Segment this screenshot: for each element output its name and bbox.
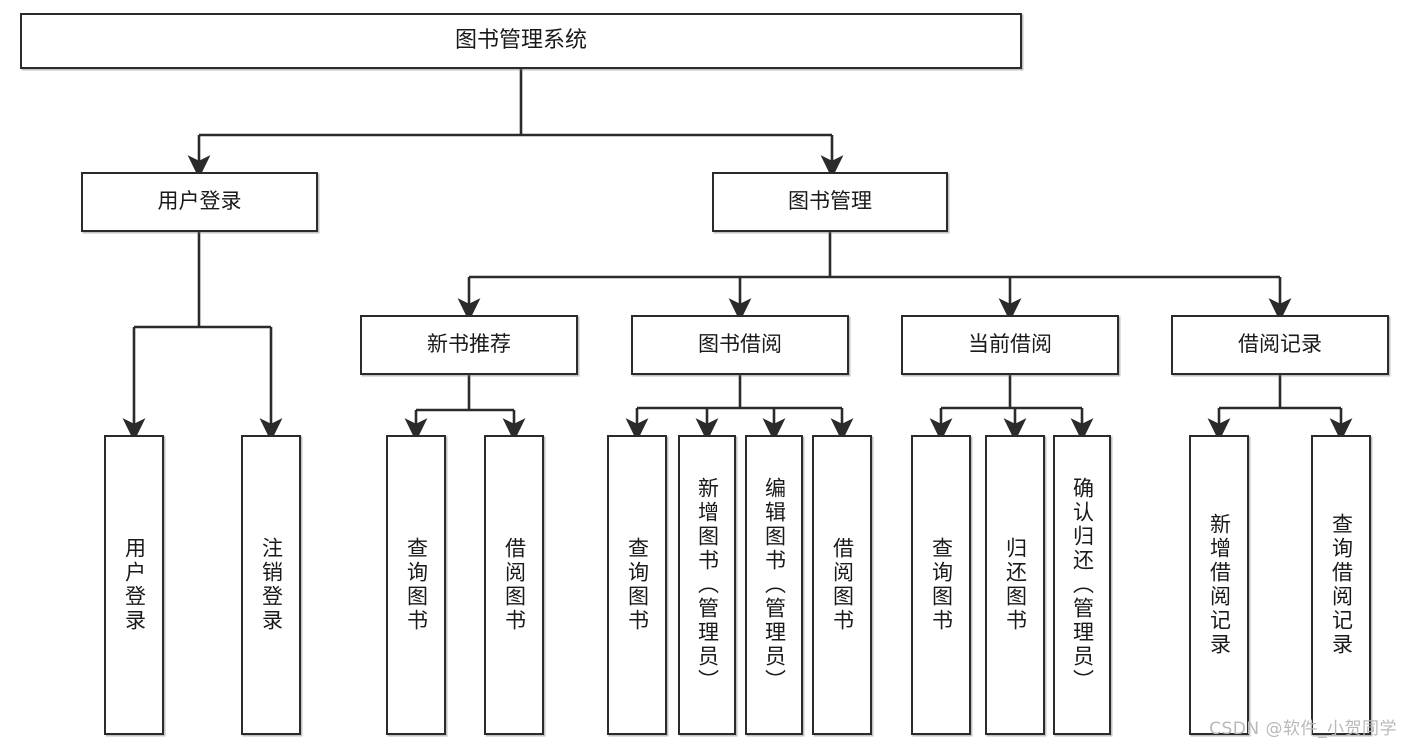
- node-borrow-record[interactable]: 借阅记录: [1171, 315, 1389, 375]
- node-leaf-query-book-3[interactable]: 查询图书: [911, 435, 971, 735]
- node-current-borrow-label: 当前借阅: [968, 332, 1052, 357]
- node-book-manage[interactable]: 图书管理: [712, 172, 948, 232]
- watermark: CSDN @软件_小贺同学: [1209, 719, 1397, 739]
- node-leaf-user-login[interactable]: 用户登录: [104, 435, 164, 735]
- node-leaf-add-record-label: 新增借阅记录: [1207, 513, 1232, 657]
- node-book-borrow[interactable]: 图书借阅: [631, 315, 849, 375]
- node-leaf-add-book[interactable]: 新增图书（管理员）: [678, 435, 736, 735]
- node-leaf-query-book-1-label: 查询图书: [404, 537, 429, 633]
- node-leaf-borrow-book-2[interactable]: 借阅图书: [812, 435, 872, 735]
- node-leaf-add-record[interactable]: 新增借阅记录: [1189, 435, 1249, 735]
- node-leaf-logout[interactable]: 注销登录: [241, 435, 301, 735]
- node-root[interactable]: 图书管理系统: [20, 13, 1022, 69]
- node-leaf-query-record[interactable]: 查询借阅记录: [1311, 435, 1371, 735]
- node-leaf-query-record-label: 查询借阅记录: [1329, 513, 1354, 657]
- node-leaf-query-book-3-label: 查询图书: [929, 537, 954, 633]
- node-leaf-logout-label: 注销登录: [259, 537, 284, 633]
- node-leaf-borrow-book-1[interactable]: 借阅图书: [484, 435, 544, 735]
- node-leaf-add-book-label: 新增图书（管理员）: [695, 477, 720, 693]
- node-new-book-recommend-label: 新书推荐: [427, 332, 511, 357]
- node-new-book-recommend[interactable]: 新书推荐: [360, 315, 578, 375]
- node-leaf-user-login-label: 用户登录: [122, 537, 147, 633]
- node-user-login-label: 用户登录: [157, 189, 242, 214]
- node-leaf-confirm-return-label: 确认归还（管理员）: [1070, 477, 1095, 693]
- node-leaf-edit-book-label: 编辑图书（管理员）: [762, 477, 787, 693]
- node-leaf-borrow-book-2-label: 借阅图书: [830, 537, 855, 633]
- node-leaf-query-book-2-label: 查询图书: [625, 537, 650, 633]
- node-current-borrow[interactable]: 当前借阅: [901, 315, 1119, 375]
- node-book-borrow-label: 图书借阅: [698, 332, 782, 357]
- node-leaf-query-book-2[interactable]: 查询图书: [607, 435, 667, 735]
- node-book-manage-label: 图书管理: [788, 189, 872, 214]
- node-leaf-borrow-book-1-label: 借阅图书: [502, 537, 527, 633]
- node-user-login[interactable]: 用户登录: [81, 172, 318, 232]
- node-borrow-record-label: 借阅记录: [1238, 332, 1322, 357]
- node-leaf-edit-book[interactable]: 编辑图书（管理员）: [745, 435, 803, 735]
- node-leaf-query-book-1[interactable]: 查询图书: [386, 435, 446, 735]
- node-leaf-return-book-label: 归还图书: [1003, 537, 1028, 633]
- node-leaf-confirm-return[interactable]: 确认归还（管理员）: [1053, 435, 1111, 735]
- node-leaf-return-book[interactable]: 归还图书: [985, 435, 1045, 735]
- node-root-label: 图书管理系统: [454, 27, 587, 53]
